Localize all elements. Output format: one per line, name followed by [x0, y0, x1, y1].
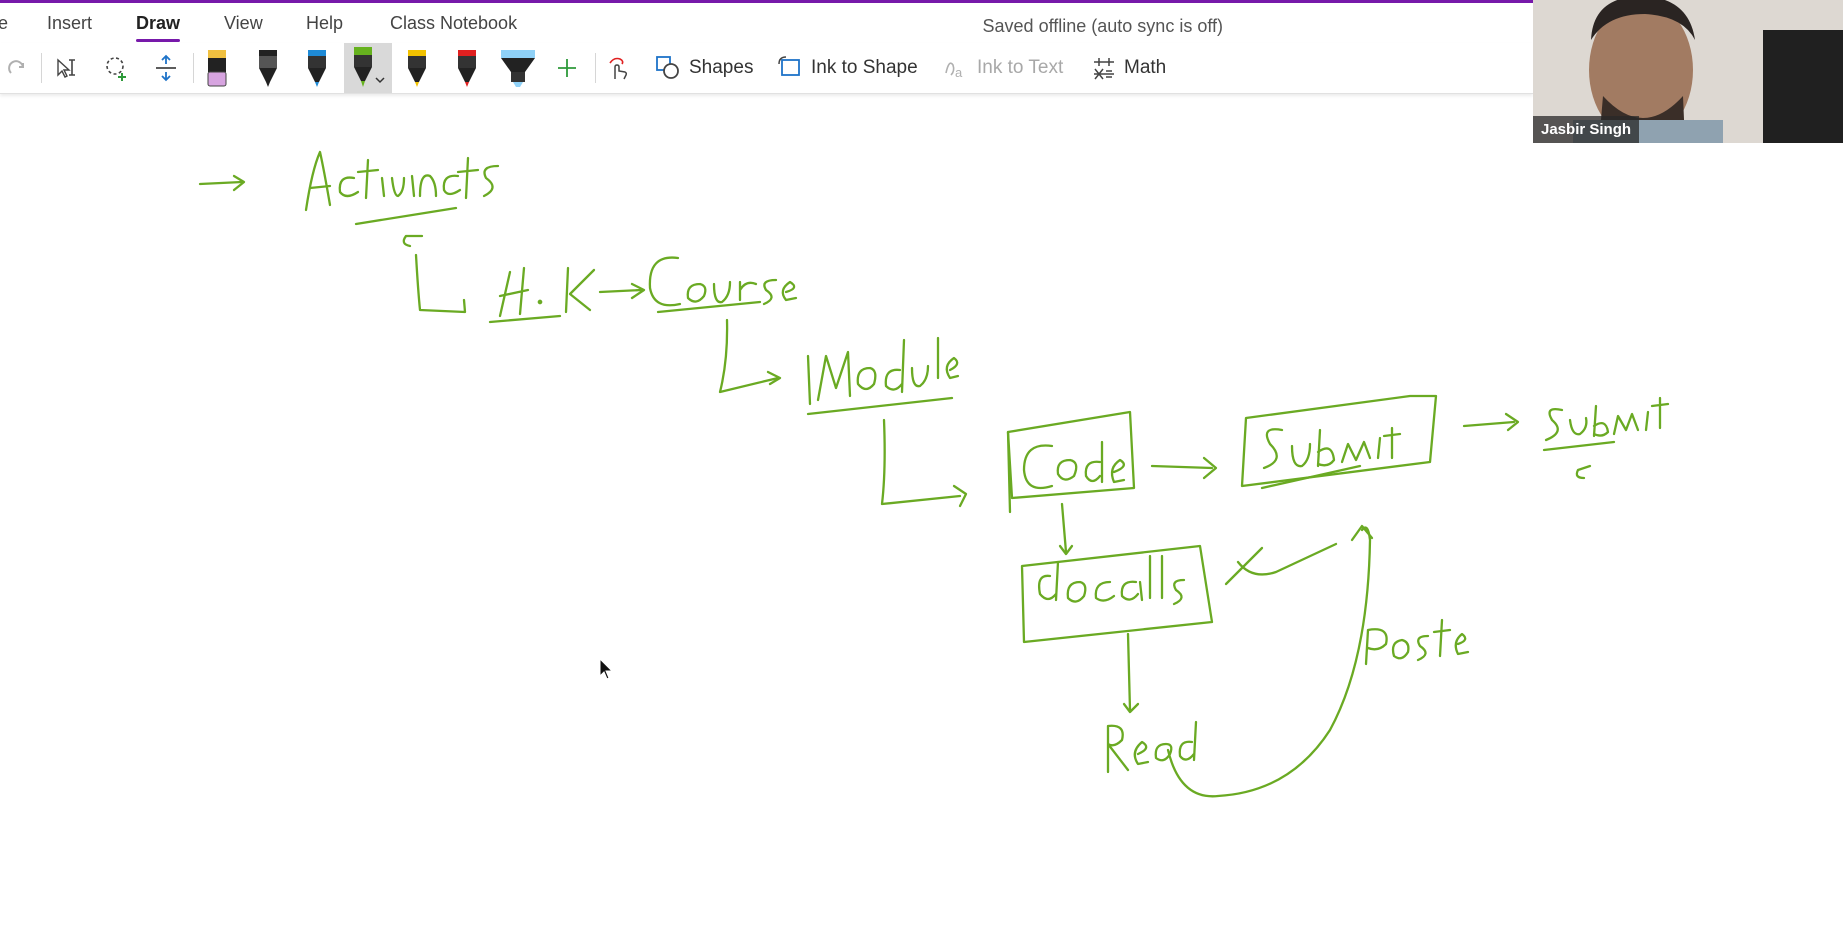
ink-to-text-label: Ink to Text [977, 57, 1064, 78]
ink-to-text-button[interactable]: a Ink to Text [943, 43, 1063, 93]
ink-word-hk-course [488, 256, 798, 324]
highlighter-light-blue-icon [501, 50, 535, 87]
add-space-button[interactable] [149, 43, 183, 93]
pen-green[interactable] [344, 43, 392, 93]
pen-yellow[interactable] [403, 43, 431, 93]
ink-word-read [1106, 720, 1198, 774]
ink-to-shape-button[interactable]: Ink to Shape [777, 43, 918, 93]
chevron-down-icon[interactable] [375, 75, 385, 85]
tab-file[interactable]: e [0, 13, 9, 33]
ink-arrow [1150, 456, 1218, 480]
person-silhouette [1533, 0, 1843, 143]
ink-box-locals [1020, 544, 1214, 644]
sync-status-text: Saved offline (auto sync is off) [982, 16, 1223, 36]
redo-button[interactable] [2, 43, 32, 93]
highlighter-pink-icon [207, 50, 227, 87]
math-icon [1094, 58, 1114, 80]
math-label: Math [1124, 57, 1167, 78]
ribbon-tabs: e Insert Draw View Help Class Notebook S… [0, 3, 1533, 43]
select-text-button[interactable] [50, 43, 84, 93]
tab-insert[interactable]: Insert [47, 13, 93, 33]
highlighter-light-blue[interactable] [499, 43, 537, 93]
ink-arrow [880, 418, 968, 508]
ink-to-shape-label: Ink to Shape [811, 57, 918, 78]
ink-arrow [1122, 632, 1140, 714]
ink-cross [1224, 542, 1338, 586]
touch-draw-icon [609, 57, 628, 80]
lasso-select-button[interactable] [100, 43, 134, 93]
plus-icon [558, 59, 576, 77]
toolbar-separator [595, 53, 596, 83]
redo-icon [8, 60, 24, 74]
ink-word-activities [304, 150, 500, 248]
pen-yellow-icon [408, 50, 426, 87]
tab-draw[interactable]: Draw [136, 13, 181, 42]
webcam-video: Jasbir Singh [1533, 0, 1843, 143]
tab-view[interactable]: View [224, 13, 263, 33]
svg-text:a: a [955, 65, 963, 80]
ink-arrow [414, 253, 467, 314]
lasso-select-icon [106, 57, 126, 81]
touch-draw-button[interactable] [603, 43, 633, 93]
ink-arrow [198, 174, 246, 192]
pen-pink-highlighter[interactable] [203, 43, 231, 93]
toolbar-separator [193, 53, 194, 83]
ink-arrow [718, 318, 782, 394]
select-text-icon [57, 58, 75, 78]
ink-arrow [1058, 502, 1074, 556]
pen-green-icon [354, 47, 372, 87]
shapes-button[interactable]: Shapes [655, 43, 753, 93]
ink-word-submit-right [1542, 396, 1670, 480]
add-space-icon [156, 54, 176, 82]
ink-curve-arrow [1166, 524, 1374, 798]
pen-black-icon [259, 50, 277, 87]
ink-word-module [806, 336, 960, 416]
pen-blue[interactable] [303, 43, 331, 93]
pen-blue-icon [308, 50, 326, 87]
ink-arrow [1462, 412, 1520, 432]
shapes-icon [656, 56, 679, 79]
shapes-label: Shapes [689, 57, 754, 78]
ink-box-code [1006, 410, 1136, 514]
pen-red[interactable] [453, 43, 481, 93]
draw-toolbar: Shapes Ink to Shape a Ink to Text Math [0, 43, 1533, 94]
toolbar-separator [41, 53, 42, 83]
pen-black[interactable] [254, 43, 282, 93]
mouse-cursor-icon [599, 658, 614, 680]
pen-red-icon [458, 50, 476, 87]
window-accent-bar [0, 0, 1533, 3]
tab-class-notebook[interactable]: Class Notebook [390, 13, 518, 33]
ink-word-paste [1364, 618, 1470, 666]
math-button[interactable]: Math [1092, 43, 1166, 93]
ink-canvas[interactable] [0, 94, 1843, 927]
ink-box-submit [1240, 394, 1438, 490]
tab-help[interactable]: Help [306, 13, 344, 33]
participant-name: Jasbir Singh [1533, 116, 1640, 143]
ink-to-text-icon: a [945, 62, 963, 80]
ink-to-shape-icon [778, 56, 800, 76]
add-pen-button[interactable] [552, 43, 582, 93]
